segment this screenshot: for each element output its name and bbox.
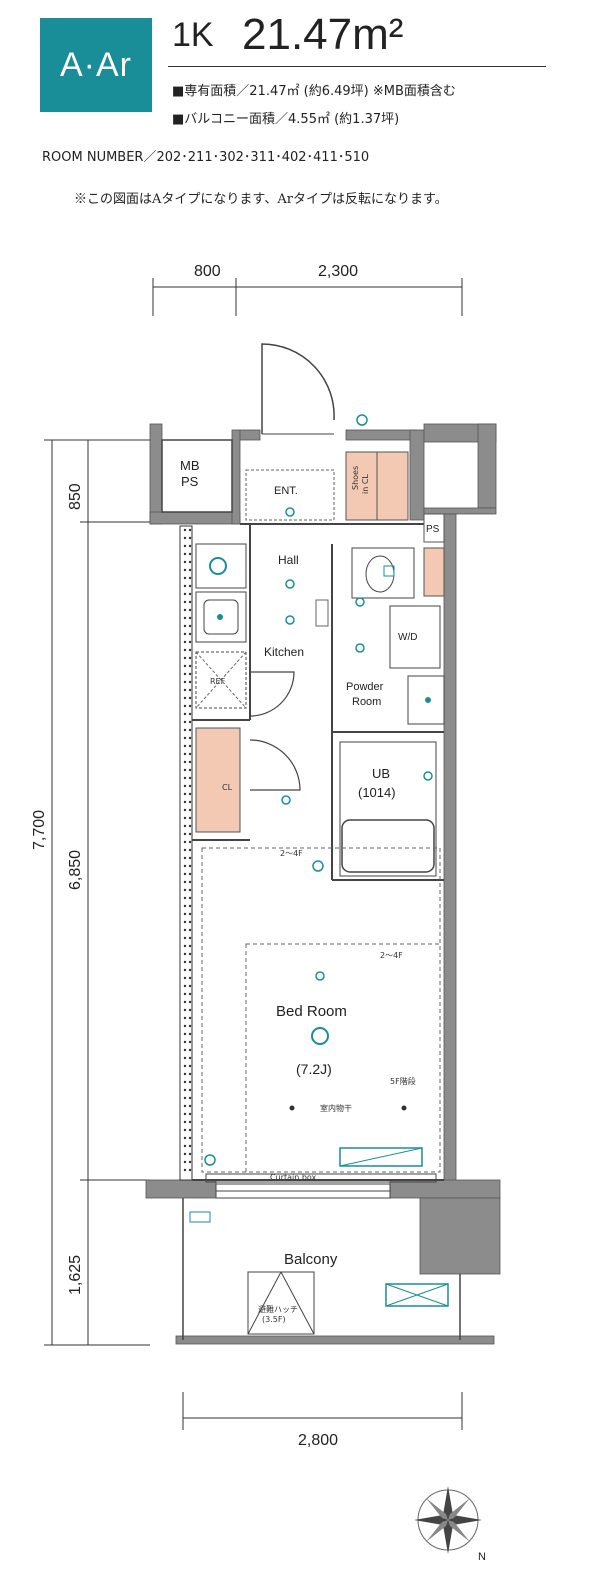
kitchen-label: Kitchen	[264, 645, 304, 659]
ac-outdoor-unit	[385, 1283, 449, 1307]
layout-type: 1K	[172, 16, 214, 54]
indoor-dry-label: 室内物干	[320, 1103, 352, 1113]
curtain-box	[205, 1173, 437, 1183]
curtain-box-label: Curtain box	[270, 1173, 317, 1182]
exclusive-area-spec: ■専有面積／21.47㎡ (約6.49坪) ※MB面積含む	[172, 84, 456, 99]
escape-hatch-label: 避難ハッチ	[258, 1304, 298, 1314]
balcony-area-spec: ■バルコニー面積／4.55㎡ (約1.37坪)	[172, 112, 400, 127]
hall-label: Hall	[278, 553, 299, 567]
dim-left-7700: 7,700	[31, 810, 48, 850]
hall-door-swing	[249, 671, 295, 717]
closet	[195, 727, 241, 833]
escape-hatch	[247, 1271, 315, 1335]
bedroom-size-label: (7.2J)	[296, 1061, 332, 1077]
dim-bottom-2800: 2,800	[298, 1432, 338, 1449]
outdoor-unit-tap	[189, 1211, 211, 1223]
floor-note-b: 2〜4F	[380, 951, 403, 960]
ps-shaft	[423, 513, 445, 543]
stove	[195, 543, 247, 589]
dim-top-800: 800	[194, 263, 221, 280]
bath-light-icon	[423, 771, 433, 781]
escape-hatch-floor: (3.5F)	[262, 1315, 286, 1324]
interior-walls	[161, 439, 444, 1181]
walls	[145, 423, 501, 1345]
bedroom-door-swing	[249, 739, 301, 791]
floor-note-a: 2〜4F	[280, 849, 303, 858]
dim-left-1625: 1,625	[67, 1255, 84, 1295]
ceiling-light-icon	[285, 507, 295, 517]
shoes-label: Shoes	[351, 466, 360, 490]
unit-bath	[339, 741, 437, 877]
floor-area: 21.47m²	[242, 10, 404, 59]
floor-note-c: 5F階段	[390, 1076, 416, 1086]
compass-icon	[414, 1486, 482, 1554]
toilet	[351, 547, 415, 599]
powder-label-1: Powder	[346, 681, 384, 693]
powder-label-2: Room	[352, 696, 381, 708]
left-wall-hatch	[183, 528, 192, 1172]
dimension-lines	[44, 278, 463, 1430]
entrance-area	[245, 469, 335, 521]
ub-label: UB	[372, 766, 390, 781]
type-badge: A·Ar	[40, 18, 152, 112]
room-numbers: ROOM NUMBER／202･211･302･311･402･411･510	[42, 150, 370, 165]
bedroom-ceiling-light-icon	[311, 1027, 329, 1045]
wd-label: W/D	[398, 632, 417, 643]
ref-label: REF	[210, 677, 226, 686]
kitchen-light-icon	[285, 615, 295, 625]
sink-drain-icon	[217, 614, 223, 620]
closet-label: CL	[222, 783, 233, 792]
dim-left-850: 850	[67, 483, 84, 510]
entrance-door-swing	[261, 343, 335, 434]
air-conditioner	[339, 1147, 423, 1167]
in-cl-label: in CL	[361, 474, 370, 494]
plan-note: ※この図面はAタイプになります、Arタイプは反転になります。	[74, 192, 448, 207]
toilet-light-icon	[355, 597, 365, 607]
intercom-icon	[356, 414, 368, 426]
panel-board	[315, 599, 329, 627]
bathtub	[341, 819, 435, 873]
corridor-light-icon	[281, 795, 291, 805]
balcony-label: Balcony	[284, 1251, 338, 1268]
dim-left-6850: 6,850	[67, 850, 84, 890]
window-outlet-icon	[204, 1154, 216, 1166]
entrance-label: ENT.	[274, 485, 298, 497]
hall-light-icon	[285, 579, 295, 589]
powder-light-icon	[355, 643, 365, 653]
bedroom-area	[245, 943, 441, 1173]
ub-size-label: (1014)	[358, 785, 396, 800]
compass-north-label: N	[478, 1551, 486, 1563]
bedroom-outline	[201, 847, 441, 1173]
header-rule	[168, 66, 546, 67]
toilet-shelf	[423, 547, 445, 597]
stove-burner-icon	[209, 557, 227, 575]
dim-top-2300: 2,300	[318, 263, 358, 280]
bedroom-label: Bed Room	[276, 1003, 347, 1020]
ps-label: PS	[181, 474, 199, 489]
ps-shaft-label: PS	[426, 524, 440, 535]
washer-space	[389, 605, 441, 669]
mb-label: MB	[180, 458, 200, 473]
sensor-icon	[312, 860, 324, 872]
bedroom-outlet-icon	[315, 971, 325, 981]
